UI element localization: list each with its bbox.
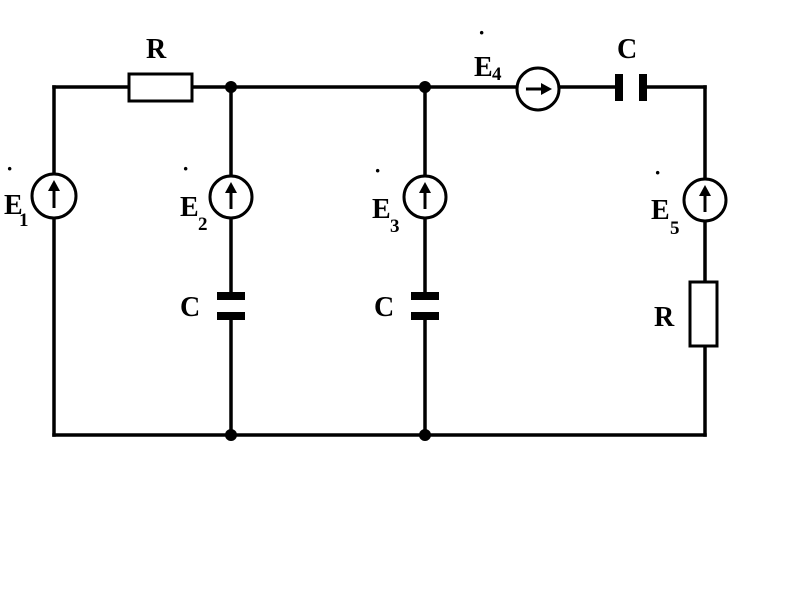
- source-e1-subscript: 1: [19, 210, 29, 231]
- source-e1: [30, 172, 78, 220]
- source-e4-subscript: 4: [492, 64, 502, 85]
- capacitor-branch3: [411, 292, 439, 320]
- resistor-top: [127, 72, 194, 103]
- source-e3: [402, 174, 448, 220]
- node-bottom-2: [225, 429, 237, 441]
- source-e3-letter: E: [372, 194, 391, 225]
- source-e4: [515, 66, 561, 112]
- node-top-3: [419, 81, 431, 93]
- source-e2-letter: E: [180, 192, 199, 223]
- source-e2: [208, 174, 254, 220]
- node-top-2: [225, 81, 237, 93]
- wires: [52, 85, 707, 437]
- capacitor-branch2-label: C: [180, 292, 200, 323]
- capacitor-top: [615, 74, 647, 101]
- source-e1-letter: E: [4, 190, 23, 221]
- source-e4-dot: ·: [478, 20, 485, 45]
- source-e2-subscript: 2: [198, 214, 208, 235]
- capacitor-branch3-label: C: [374, 292, 394, 323]
- node-bottom-3: [419, 429, 431, 441]
- resistor-right: [688, 280, 719, 348]
- source-e3-subscript: 3: [390, 216, 400, 237]
- capacitor-branch2: [217, 292, 245, 320]
- source-e1-dot: ·: [6, 156, 13, 181]
- source-e2-dot: ·: [182, 156, 189, 181]
- resistor-right-label: R: [654, 302, 675, 333]
- source-e3-dot: ·: [374, 158, 381, 183]
- resistor-top-label: R: [146, 34, 167, 65]
- source-e5-letter: E: [651, 195, 670, 226]
- source-e5: [682, 177, 728, 223]
- source-e5-subscript: 5: [670, 218, 680, 239]
- capacitor-top-label: C: [617, 34, 637, 65]
- source-e5-dot: ·: [654, 160, 661, 185]
- source-e4-letter: E: [474, 52, 493, 83]
